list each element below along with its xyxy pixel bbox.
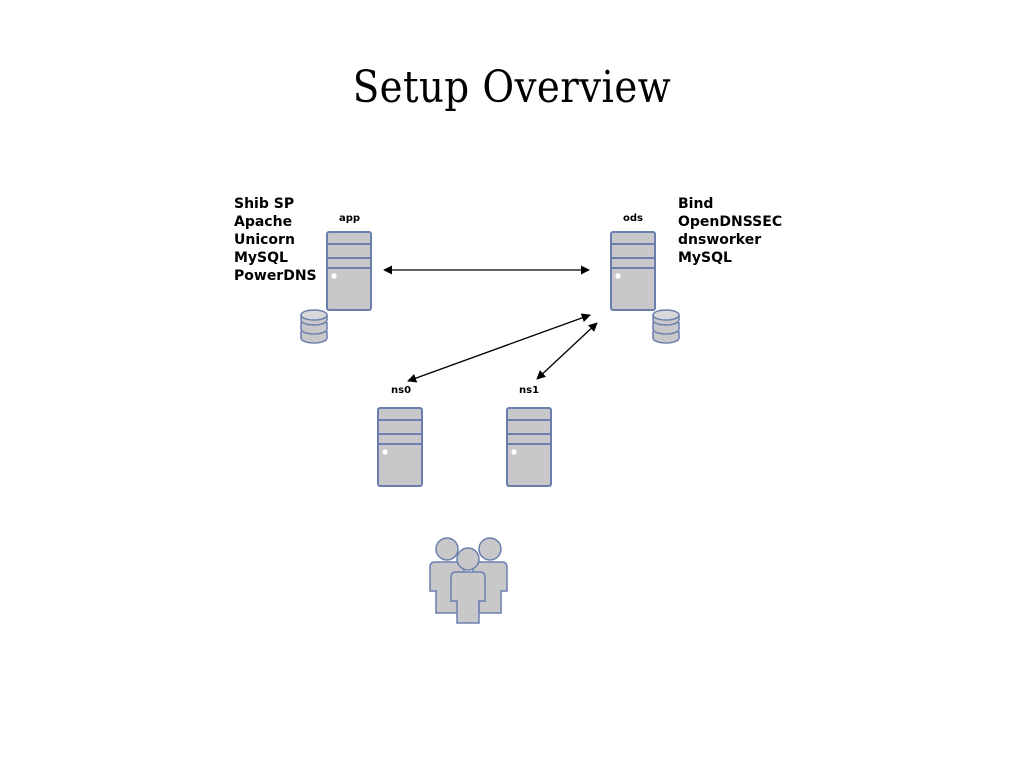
ods-stack-item: OpenDNSSEC bbox=[678, 214, 783, 230]
ods-stack-item: dnsworker bbox=[678, 232, 762, 248]
host-label-ns1: ns1 bbox=[519, 385, 540, 396]
ods-stack-item: Bind bbox=[678, 196, 714, 212]
ns0-server-icon bbox=[377, 407, 423, 487]
host-label-app: app bbox=[339, 213, 361, 224]
ns1-server-icon bbox=[506, 407, 552, 487]
ns1-ods-link-arrow bbox=[536, 322, 598, 380]
ods-stack-item: MySQL bbox=[678, 250, 732, 266]
ods-server-icon bbox=[610, 231, 656, 311]
host-label-ns0: ns0 bbox=[391, 385, 412, 396]
app-server-icon bbox=[326, 231, 372, 311]
ods-stack-list: Bind OpenDNSSEC dnsworker MySQL bbox=[678, 195, 782, 267]
users-icon bbox=[429, 537, 508, 624]
ods-database-icon bbox=[652, 309, 680, 344]
app-stack-item: Unicorn bbox=[234, 232, 295, 248]
app-database-icon bbox=[300, 309, 328, 344]
app-stack-list: Shib SP Apache Unicorn MySQL PowerDNS bbox=[234, 195, 317, 285]
ns0-ods-link-arrow bbox=[407, 313, 591, 383]
app-stack-item: PowerDNS bbox=[234, 268, 317, 284]
app-stack-item: Apache bbox=[234, 214, 293, 230]
app-stack-item: MySQL bbox=[234, 250, 288, 266]
host-label-ods: ods bbox=[623, 213, 643, 224]
slide-title: Setup Overview bbox=[352, 62, 672, 113]
app-stack-item: Shib SP bbox=[234, 196, 295, 212]
